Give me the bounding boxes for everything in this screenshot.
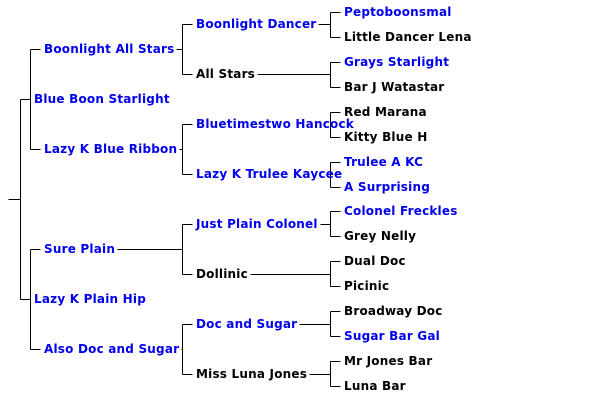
horse-link-lazy-k-plain-hip[interactable]: Lazy K Plain Hip [34, 292, 146, 306]
horse-link-doc-and-sugar[interactable]: Doc and Sugar [196, 317, 298, 331]
horse-name-all-stars: All Stars [196, 67, 256, 81]
horse-link-trulee-a-kc[interactable]: Trulee A KC [344, 155, 424, 169]
horse-name-picinic: Picinic [344, 279, 390, 293]
horse-name-luna-bar: Luna Bar [344, 379, 406, 393]
horse-link-grays-starlight[interactable]: Grays Starlight [344, 55, 450, 69]
horse-name-miss-luna-jones: Miss Luna Jones [196, 367, 308, 381]
horse-name-mr-jones-bar: Mr Jones Bar [344, 354, 433, 368]
horse-name-grey-nelly: Grey Nelly [344, 229, 417, 243]
horse-name-dual-doc: Dual Doc [344, 254, 406, 268]
horse-name-red-marana: Red Marana [344, 105, 427, 119]
horse-link-also-doc-and-sugar[interactable]: Also Doc and Sugar [44, 342, 180, 356]
horse-link-a-surprising[interactable]: A Surprising [344, 180, 430, 194]
horse-link-bluetimestwo-hancock[interactable]: Bluetimestwo Hancock [196, 117, 354, 131]
horse-name-dollinic: Dollinic [196, 267, 248, 281]
horse-link-lazy-k-blue-ribbon[interactable]: Lazy K Blue Ribbon [44, 142, 178, 156]
horse-link-boonlight-dancer[interactable]: Boonlight Dancer [196, 17, 317, 31]
horse-link-peptoboonsmal[interactable]: Peptoboonsmal [344, 5, 452, 19]
horse-name-bar-j-watastar: Bar J Watastar [344, 80, 445, 94]
horse-name-kitty-blue-h: Kitty Blue H [344, 130, 428, 144]
horse-link-lazy-k-trulee-kaycee[interactable]: Lazy K Trulee Kaycee [196, 167, 343, 181]
horse-link-boonlight-all-stars[interactable]: Boonlight All Stars [44, 42, 175, 56]
horse-link-colonel-freckles[interactable]: Colonel Freckles [344, 204, 458, 218]
horse-name-broadway-doc: Broadway Doc [344, 304, 443, 318]
horse-link-blue-boon-starlight[interactable]: Blue Boon Starlight [34, 92, 170, 106]
horse-name-little-dancer-lena: Little Dancer Lena [344, 30, 472, 44]
horse-link-sugar-bar-gal[interactable]: Sugar Bar Gal [344, 329, 440, 343]
horse-link-sure-plain[interactable]: Sure Plain [44, 242, 116, 256]
horse-link-just-plain-colonel[interactable]: Just Plain Colonel [196, 217, 318, 231]
